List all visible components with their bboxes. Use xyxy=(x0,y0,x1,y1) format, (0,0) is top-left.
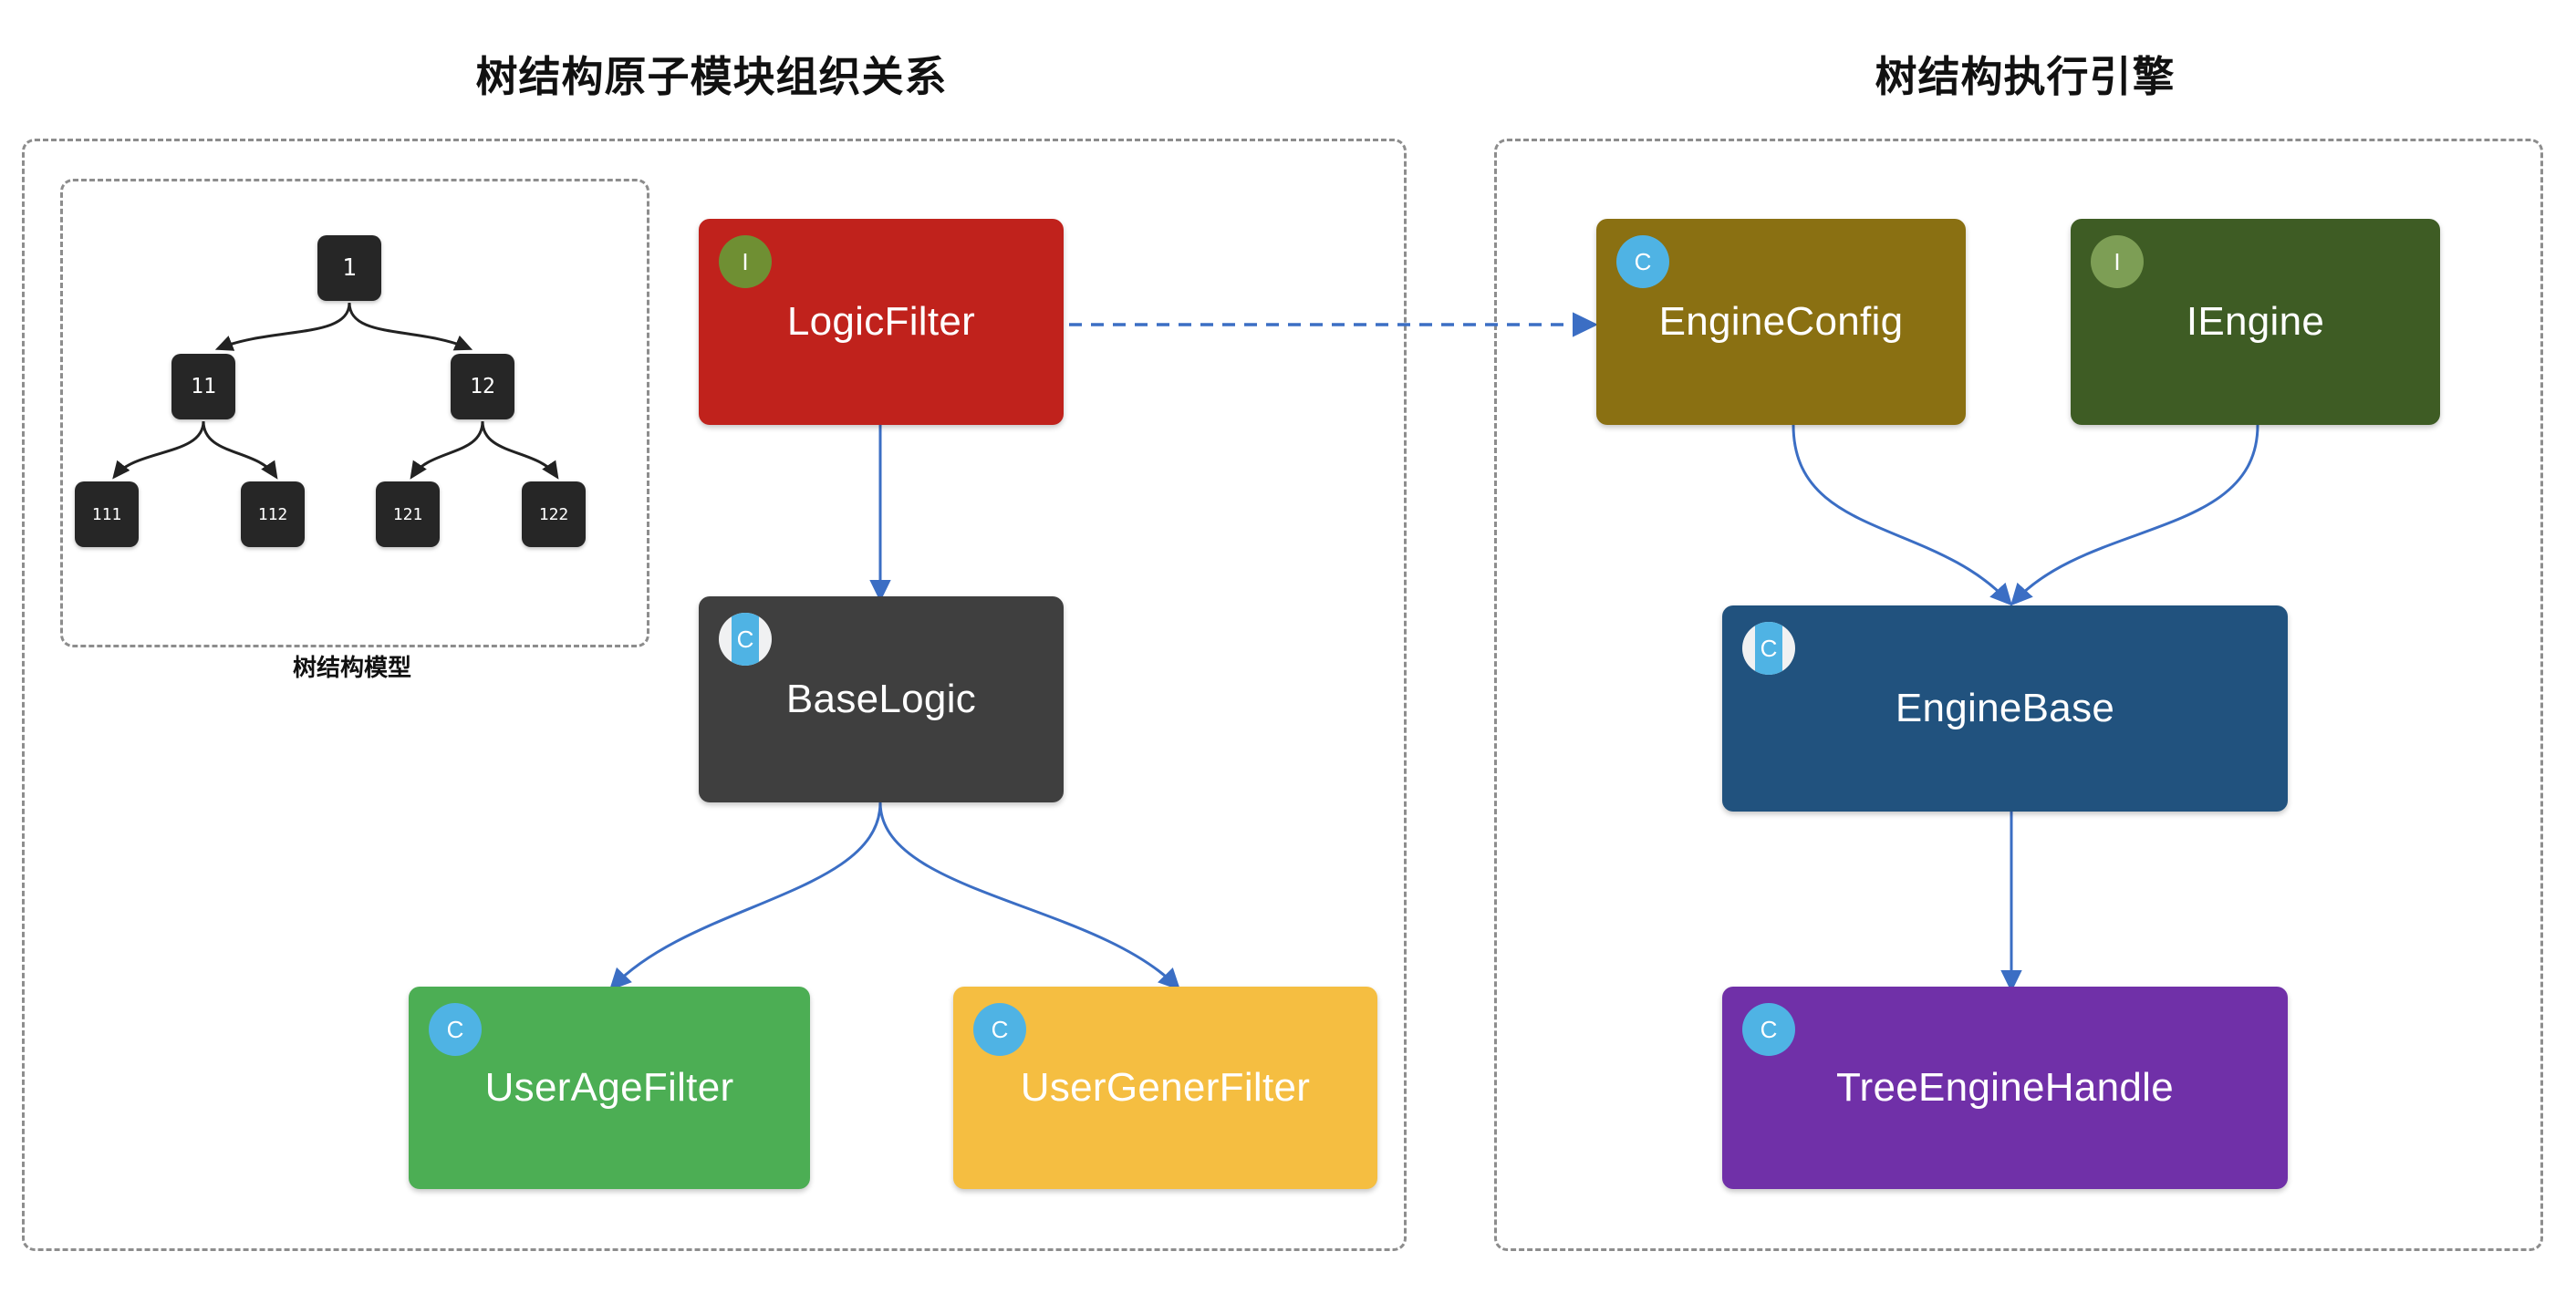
tree-node-label: 122 xyxy=(538,504,569,524)
interface-badge-icon: I xyxy=(719,235,772,288)
tree-node-label: 11 xyxy=(191,375,216,398)
class-badge-icon: C xyxy=(973,1003,1026,1056)
class-box-engine-config[interactable]: C EngineConfig xyxy=(1596,219,1966,425)
class-box-engine-base[interactable]: C EngineBase xyxy=(1722,605,2288,812)
class-box-label: UserGenerFilter xyxy=(1020,1064,1311,1110)
class-badge-icon: C xyxy=(1616,235,1669,288)
class-box-tree-engine-handle[interactable]: C TreeEngineHandle xyxy=(1722,987,2288,1189)
tree-node-11[interactable]: 11 xyxy=(171,354,235,419)
interface-badge-icon: I xyxy=(2091,235,2144,288)
class-box-label: EngineConfig xyxy=(1658,298,1904,344)
class-badge-icon: C xyxy=(1742,1003,1795,1056)
class-box-iengine[interactable]: I IEngine xyxy=(2071,219,2440,425)
class-box-base-logic[interactable]: C BaseLogic xyxy=(699,596,1064,802)
class-box-label: LogicFilter xyxy=(786,298,976,344)
tree-node-122[interactable]: 122 xyxy=(522,481,586,547)
tree-node-root[interactable]: 1 xyxy=(317,235,381,301)
tree-node-label: 12 xyxy=(470,375,495,398)
tree-node-label: 111 xyxy=(91,504,122,524)
tree-node-12[interactable]: 12 xyxy=(451,354,514,419)
class-box-logic-filter[interactable]: I LogicFilter xyxy=(699,219,1064,425)
class-box-label: IEngine xyxy=(2186,298,2325,344)
left-panel-container xyxy=(22,139,1407,1251)
class-badge-icon: C xyxy=(429,1003,482,1056)
class-box-user-age-filter[interactable]: C UserAgeFilter xyxy=(409,987,810,1189)
class-badge-icon: C xyxy=(1742,622,1795,675)
tree-node-112[interactable]: 112 xyxy=(241,481,305,547)
class-badge-icon: C xyxy=(719,613,772,666)
class-box-label: EngineBase xyxy=(1895,685,2115,730)
right-panel-container xyxy=(1494,139,2543,1251)
tree-node-label: 121 xyxy=(392,504,423,524)
tree-node-111[interactable]: 111 xyxy=(75,481,139,547)
tree-node-121[interactable]: 121 xyxy=(376,481,440,547)
right-panel-title: 树结构执行引擎 xyxy=(1875,53,2176,100)
tree-model-group xyxy=(60,179,649,647)
class-box-label: BaseLogic xyxy=(785,676,977,721)
class-box-label: TreeEngineHandle xyxy=(1835,1064,2175,1110)
tree-node-label: 1 xyxy=(342,254,357,282)
left-panel-title: 树结构原子模块组织关系 xyxy=(475,53,948,100)
tree-node-label: 112 xyxy=(257,504,288,524)
class-box-label: UserAgeFilter xyxy=(484,1064,734,1110)
class-box-user-gener-filter[interactable]: C UserGenerFilter xyxy=(953,987,1377,1189)
tree-model-caption: 树结构模型 xyxy=(292,654,411,681)
